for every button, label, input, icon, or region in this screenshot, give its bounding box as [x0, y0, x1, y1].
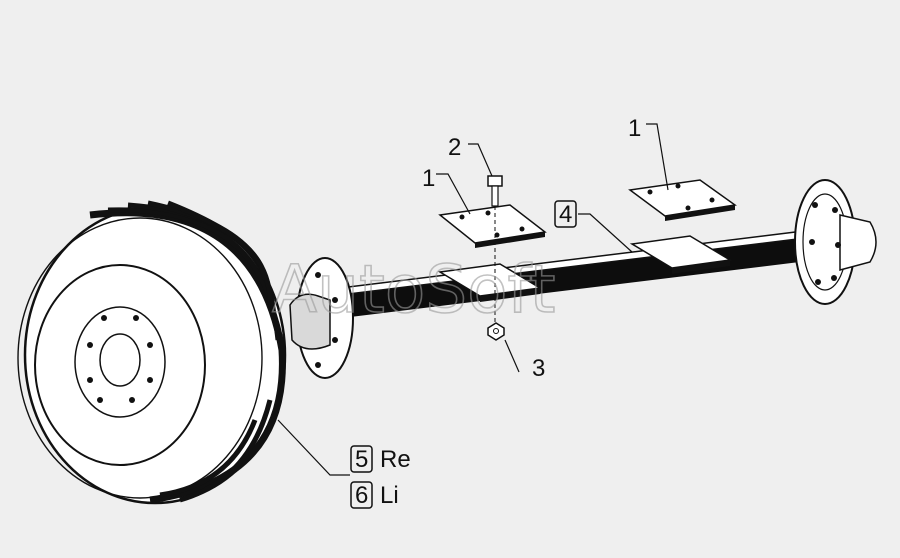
callout-axle-beam: 4 [559, 201, 572, 228]
callout-wheel-left-number: 6 [355, 482, 368, 509]
callout-box-left-wheel [350, 481, 373, 509]
callout-nut: 3 [532, 355, 545, 382]
callout-wheel-right-number: 5 [355, 446, 368, 473]
bolt [487, 175, 503, 322]
callout-plate-upper-left: 1 [422, 165, 435, 192]
callout-wheel-right-text: Re [380, 446, 411, 473]
beam-plate-right [629, 235, 733, 274]
plate-upper-left [438, 204, 547, 248]
wheel [17, 200, 287, 505]
callout-box-axle [554, 200, 577, 228]
callout-plate-upper-right: 1 [628, 115, 641, 142]
callout-box-right-wheel [350, 445, 373, 473]
nut [487, 322, 505, 341]
callout-wheel-left-text: Li [380, 482, 399, 509]
plate-upper-right [628, 179, 737, 221]
callout-bolt: 2 [448, 134, 461, 161]
left-hub [289, 257, 354, 379]
right-hub [794, 179, 877, 305]
leader-lines [277, 123, 669, 476]
watermark-text: AutoSoft [272, 251, 555, 328]
